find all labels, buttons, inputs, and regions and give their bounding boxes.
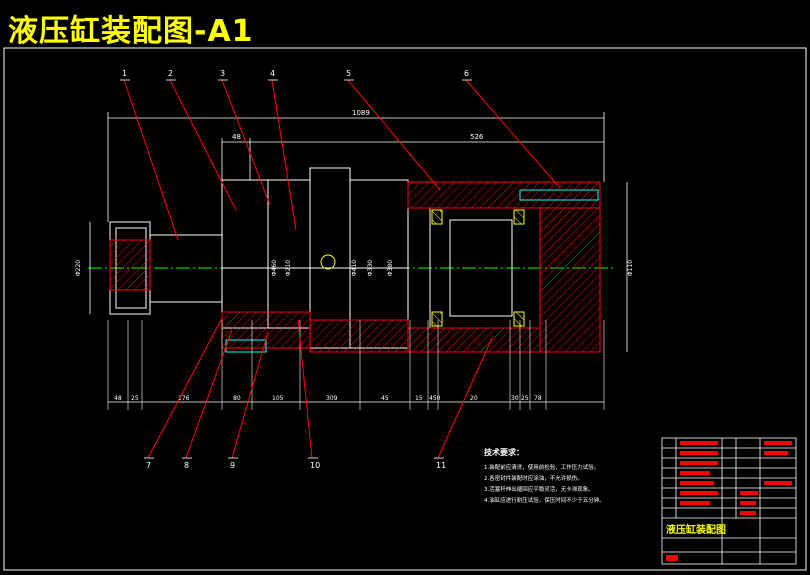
tech-req-item: 2.各密封件装配时应涂油，不允许损伤。 [484,474,583,482]
leader-line [347,79,441,191]
leader-line [185,329,233,459]
part-number-10: 10 [310,461,320,470]
tech-req-item: 1.装配前应清洗，使用前检验，工作压力试验。 [484,463,599,471]
leader-line [221,79,271,206]
tie-bolt [519,189,599,201]
part-number-6: 6 [464,69,469,78]
leader-line [169,79,237,211]
bottom-dimension: 105 [272,395,284,402]
bottom-dimension: 309 [326,395,338,402]
leader-line [123,79,179,241]
bottom-dimension: 45 [381,395,389,402]
leader-line [465,79,561,189]
leader-line [297,319,313,459]
tech-req-item: 3.活塞杆伸出缩回应平稳灵活，无卡滞现象。 [484,485,594,493]
tech-req-title: 技术要求： [484,447,524,457]
title-block-fills [666,441,792,561]
overall-dimension: 1089 [352,109,370,117]
diameter-label: Φ210 [285,260,292,276]
leader-line [231,331,269,459]
tech-requirements: 1.装配前应清洗，使用前检验，工作压力试验。 2.各密封件装配时应涂油，不允许损伤… [484,463,605,504]
part-number-8: 8 [184,461,189,470]
part-number-3: 3 [220,69,225,78]
bottom-dimension: 450 [429,395,441,402]
bottom-dimension: 176 [178,395,190,402]
part-number-11: 11 [436,461,446,470]
diameter-label: Φ220 [75,260,82,276]
part-number-9: 9 [230,461,235,470]
top-dimension: 526 [470,133,484,141]
hatched-sections [109,181,601,353]
leader-line [437,337,493,459]
top-dimension: 48 [232,133,241,141]
drawing-frame [3,47,807,571]
bottom-dimension: 25 [521,395,529,402]
diameter-labels: Φ220 Φ110 Φ460 Φ210 Φ410 Φ330 Φ380 [75,260,634,276]
diameter-label: Φ380 [387,260,394,276]
leader-line [147,317,223,459]
tech-req-item: 4.油缸应进行耐压试验，保压时间不少于五分钟。 [484,496,605,504]
seal-rings [431,209,525,327]
part-number-5: 5 [346,69,351,78]
bottom-dimension: 25 [131,395,139,402]
oil-port [320,254,336,270]
dimension-lines [89,112,628,403]
part-number-1: 1 [122,69,127,78]
bottom-dimension: 15 [415,395,423,402]
diameter-label: Φ330 [367,260,374,276]
diameter-label: Φ460 [271,260,278,276]
title-block [661,437,797,565]
part-number-4: 4 [270,69,275,78]
bottom-dimension: 48 [114,395,122,402]
part-number-7: 7 [146,461,151,470]
bottom-dimension: 20 [470,395,478,402]
leader-line [271,79,297,231]
part-number-2: 2 [168,69,173,78]
diameter-label: Φ410 [351,260,358,276]
bottom-dimension: 80 [233,395,241,402]
page-title: 液压缸装配图-A1 [8,14,254,49]
diameter-label: Φ110 [627,260,634,276]
title-block-caption: 液压缸装配图 [666,523,726,536]
bottom-dimension: 30 [511,395,519,402]
bottom-dimension: 78 [534,395,542,402]
